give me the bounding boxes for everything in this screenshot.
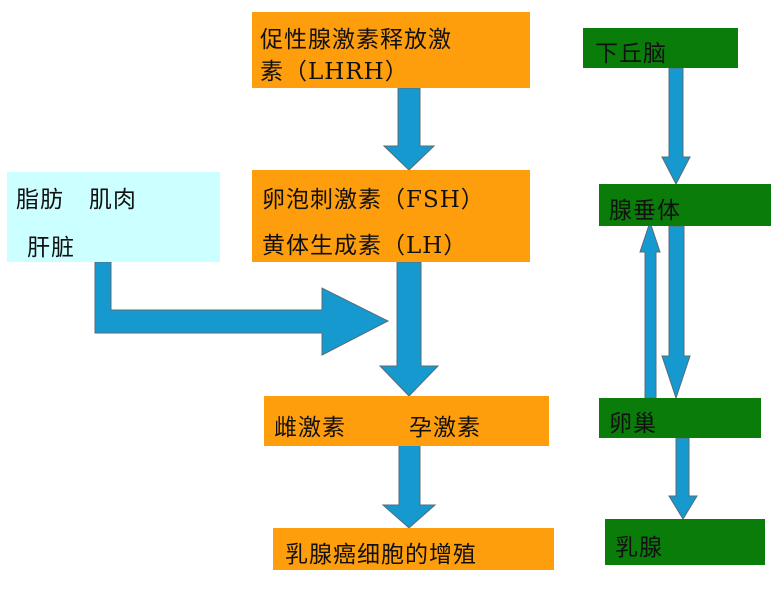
- peripheral-label-line2: 肝脏: [27, 235, 75, 261]
- lhrh-label-line2: 素（LHRH）: [260, 59, 409, 85]
- lhrh-box: 促性腺激素释放激 素（LHRH）: [252, 12, 530, 88]
- arrow-ovary-to-breast: [668, 437, 698, 520]
- estrogen-label: 雌激素: [274, 415, 346, 441]
- fsh-label: 卵泡刺激素（FSH）: [262, 187, 485, 213]
- proliferation-label: 乳腺癌细胞的增殖: [285, 542, 477, 568]
- ovary-box: 卵巢: [599, 398, 761, 438]
- arrow-hypothalamus-to-pituitary: [661, 67, 691, 186]
- fsh-lh-box: 卵泡刺激素（FSH） 黄体生成素（LH）: [252, 170, 530, 262]
- arrow-estrogen-to-proliferation: [381, 444, 437, 529]
- arrow-ovary-to-pituitary: [639, 220, 661, 399]
- progesterone-label: 孕激素: [409, 415, 481, 441]
- peripheral-label-line1: 脂肪 肌肉: [16, 187, 137, 213]
- hypothalamus-label: 下丘脑: [595, 41, 667, 67]
- lhrh-label-line1: 促性腺激素释放激: [260, 27, 452, 53]
- arrow-pituitary-to-ovary: [661, 225, 691, 400]
- arrow-fsh-lh-to-estrogen: [378, 261, 440, 397]
- arrow-peripheral-to-main: [94, 261, 390, 356]
- pituitary-label: 腺垂体: [609, 198, 681, 224]
- arrow-lhrh-to-fsh-lh: [382, 87, 436, 171]
- peripheral-tissues-box: 脂肪 肌肉 肝脏: [7, 172, 220, 262]
- breast-box: 乳腺: [605, 519, 765, 565]
- lh-label: 黄体生成素（LH）: [262, 233, 468, 259]
- pituitary-box: 腺垂体: [599, 184, 771, 226]
- sex-hormones-box: 雌激素 孕激素: [264, 396, 549, 446]
- breast-label: 乳腺: [615, 535, 663, 561]
- hypothalamus-box: 下丘脑: [583, 28, 738, 68]
- ovary-label: 卵巢: [609, 411, 657, 437]
- proliferation-box: 乳腺癌细胞的增殖: [273, 528, 554, 570]
